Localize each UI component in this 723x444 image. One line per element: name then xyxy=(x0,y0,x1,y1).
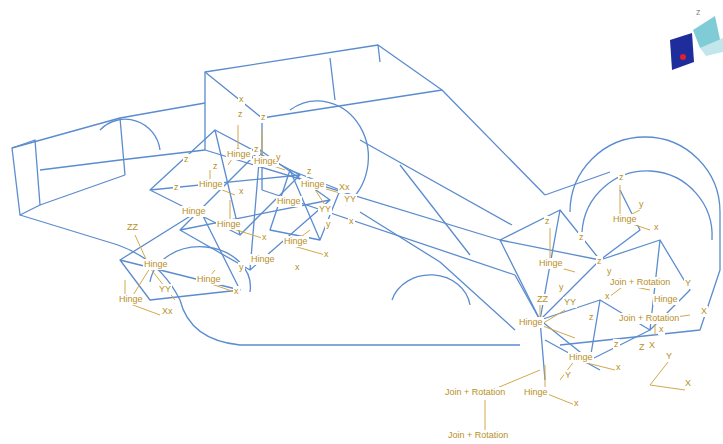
joint-label: Hinge xyxy=(518,317,544,328)
joint-label: Hinge xyxy=(276,196,302,207)
joint-label: z xyxy=(596,256,603,267)
joint-label: Hinge xyxy=(653,294,679,305)
joint-label: z xyxy=(183,154,190,165)
joint-label: Y xyxy=(684,278,692,289)
joint-label: x xyxy=(615,362,622,373)
joint-label: z xyxy=(544,216,551,227)
joint-label: Hinge xyxy=(198,179,224,190)
joint-label: YY xyxy=(563,297,577,308)
joint-label: Y xyxy=(564,370,572,381)
joint-label: y xyxy=(238,262,245,273)
joint-label: X xyxy=(700,306,708,317)
joint-label: Join + Rotation xyxy=(609,277,671,288)
joint-label: Hinge xyxy=(181,206,207,217)
joint-label: y xyxy=(638,199,645,210)
joint-label: x xyxy=(573,398,580,409)
joint-label: ZZ xyxy=(536,294,549,305)
joint-label: Hinge xyxy=(216,219,242,230)
joint-label: y xyxy=(558,282,565,293)
joint-label: Hinge xyxy=(538,258,564,269)
joint-label: Hinge xyxy=(612,214,638,225)
joint-label: z xyxy=(695,7,702,18)
joint-label: Hinge xyxy=(118,294,144,305)
joint-label: Xx xyxy=(338,182,351,193)
joint-label: z xyxy=(237,109,244,120)
joint-label: z xyxy=(578,232,585,243)
joint-label: Hinge xyxy=(196,274,222,285)
joint-label: Hinge xyxy=(283,236,309,247)
joint-label: x xyxy=(238,186,245,197)
joint-label: z xyxy=(306,166,313,177)
joint-label: z xyxy=(253,144,260,155)
joint-label: x xyxy=(653,222,660,233)
joint-label: X xyxy=(648,340,656,351)
joint-label: z xyxy=(613,339,620,350)
joint-label: x xyxy=(261,232,268,243)
joint-label: Xx xyxy=(161,306,174,317)
joint-label: Join + Rotation xyxy=(447,430,509,441)
joint-label: y xyxy=(606,266,613,277)
joint-label: Hinge xyxy=(250,254,276,265)
joint-label: YY xyxy=(343,194,357,205)
joint-label: x xyxy=(658,324,665,335)
joint-label: y xyxy=(325,219,332,230)
joint-label: Hinge xyxy=(143,259,169,270)
joint-label: x xyxy=(323,249,330,260)
joint-label: X xyxy=(684,378,692,389)
joint-label: Join + Rotation xyxy=(444,387,506,398)
joint-label: Hinge xyxy=(568,352,594,363)
joint-label: ZZ xyxy=(126,222,139,233)
joint-label: YY xyxy=(158,284,172,295)
joint-label: Hinge xyxy=(226,149,252,160)
joint-label: x xyxy=(233,286,240,297)
joint-label: Hinge xyxy=(523,387,549,398)
joint-label: z xyxy=(260,112,267,123)
joint-label: y xyxy=(275,152,282,163)
joint-label: Y xyxy=(665,351,673,362)
view-triad xyxy=(670,16,723,70)
joint-label: x xyxy=(604,291,611,302)
joint-label: x xyxy=(294,262,301,273)
joint-label: Join + Rotation xyxy=(618,313,680,324)
joint-label: z xyxy=(588,312,595,323)
joint-label: x xyxy=(238,94,245,105)
joint-label: Hinge xyxy=(300,179,326,190)
joint-label: z xyxy=(173,182,180,193)
joint-label: Z xyxy=(638,342,646,353)
joint-label: x xyxy=(348,216,355,227)
joint-label: z xyxy=(618,172,625,183)
joint-label: YY xyxy=(318,204,332,215)
joint-label: z xyxy=(212,161,219,172)
